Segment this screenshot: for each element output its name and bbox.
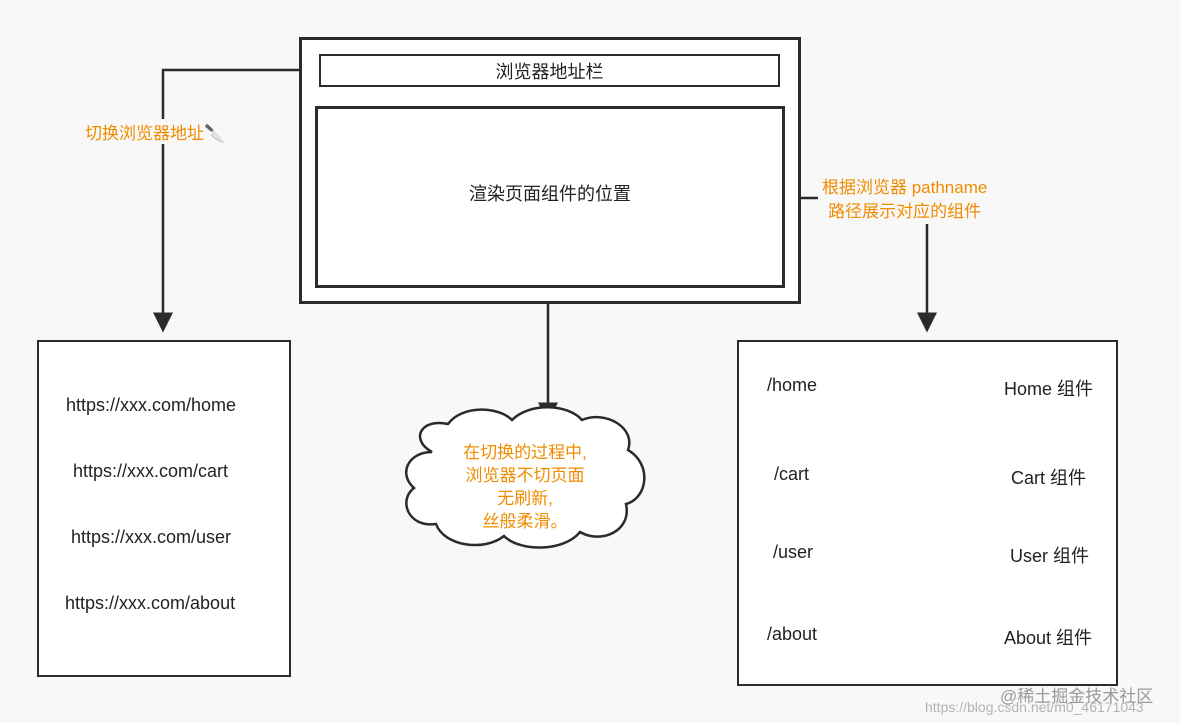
route-component-home: Home 组件 bbox=[1004, 379, 1094, 399]
browser-address-bar[interactable]: 浏览器地址栏 bbox=[319, 54, 780, 87]
cloud-shape bbox=[404, 406, 646, 549]
render-by-path-line1: 根据浏览器 pathname bbox=[822, 178, 988, 197]
route-path-home: /home bbox=[767, 375, 818, 395]
url-list-box bbox=[37, 340, 291, 677]
route-table-box bbox=[737, 340, 1118, 686]
watermark-url: https://blog.csdn.net/m0_46171043 bbox=[925, 699, 1144, 715]
render-by-path-line2: 路径展示对应的组件 bbox=[828, 202, 982, 221]
url-item-about[interactable]: https://xxx.com/about bbox=[65, 593, 236, 613]
cloud-line-3: 无刷新, bbox=[497, 489, 553, 508]
cloud-line-4: 丝般柔滑。 bbox=[482, 512, 568, 531]
component-render-area: 渲染页面组件的位置 bbox=[315, 106, 785, 288]
cloud-line-1: 在切换的过程中, bbox=[463, 443, 587, 462]
render-area-label: 渲染页面组件的位置 bbox=[469, 184, 631, 204]
route-component-cart: Cart 组件 bbox=[1011, 468, 1087, 488]
url-item-cart[interactable]: https://xxx.com/cart bbox=[73, 461, 229, 481]
url-item-home[interactable]: https://xxx.com/home bbox=[66, 395, 237, 415]
address-bar-label: 浏览器地址栏 bbox=[495, 61, 604, 82]
address-to-url-list-connector bbox=[153, 68, 320, 333]
render-by-path-annotation: 根据浏览器 pathname 路径展示对应的组件 bbox=[818, 176, 992, 224]
watermark-brand: @稀土掘金技术社区 bbox=[1000, 687, 1154, 706]
cloud-text: 在切换的过程中, 浏览器不切页面 无刷新, 丝般柔滑。 bbox=[430, 441, 620, 533]
route-path-about: /about bbox=[767, 624, 818, 644]
route-component-user: User 组件 bbox=[1010, 546, 1090, 566]
route-component-about: About 组件 bbox=[1004, 628, 1093, 648]
cloud-line-2: 浏览器不切页面 bbox=[465, 466, 585, 485]
route-path-user: /user bbox=[773, 542, 814, 562]
switch-address-annotation: 切换浏览器地址🔪 bbox=[85, 119, 226, 144]
switch-address-text: 切换浏览器地址 bbox=[85, 124, 204, 143]
url-item-user[interactable]: https://xxx.com/user bbox=[71, 527, 232, 547]
route-path-cart: /cart bbox=[774, 464, 810, 484]
knife-icon: 🔪 bbox=[204, 124, 226, 143]
